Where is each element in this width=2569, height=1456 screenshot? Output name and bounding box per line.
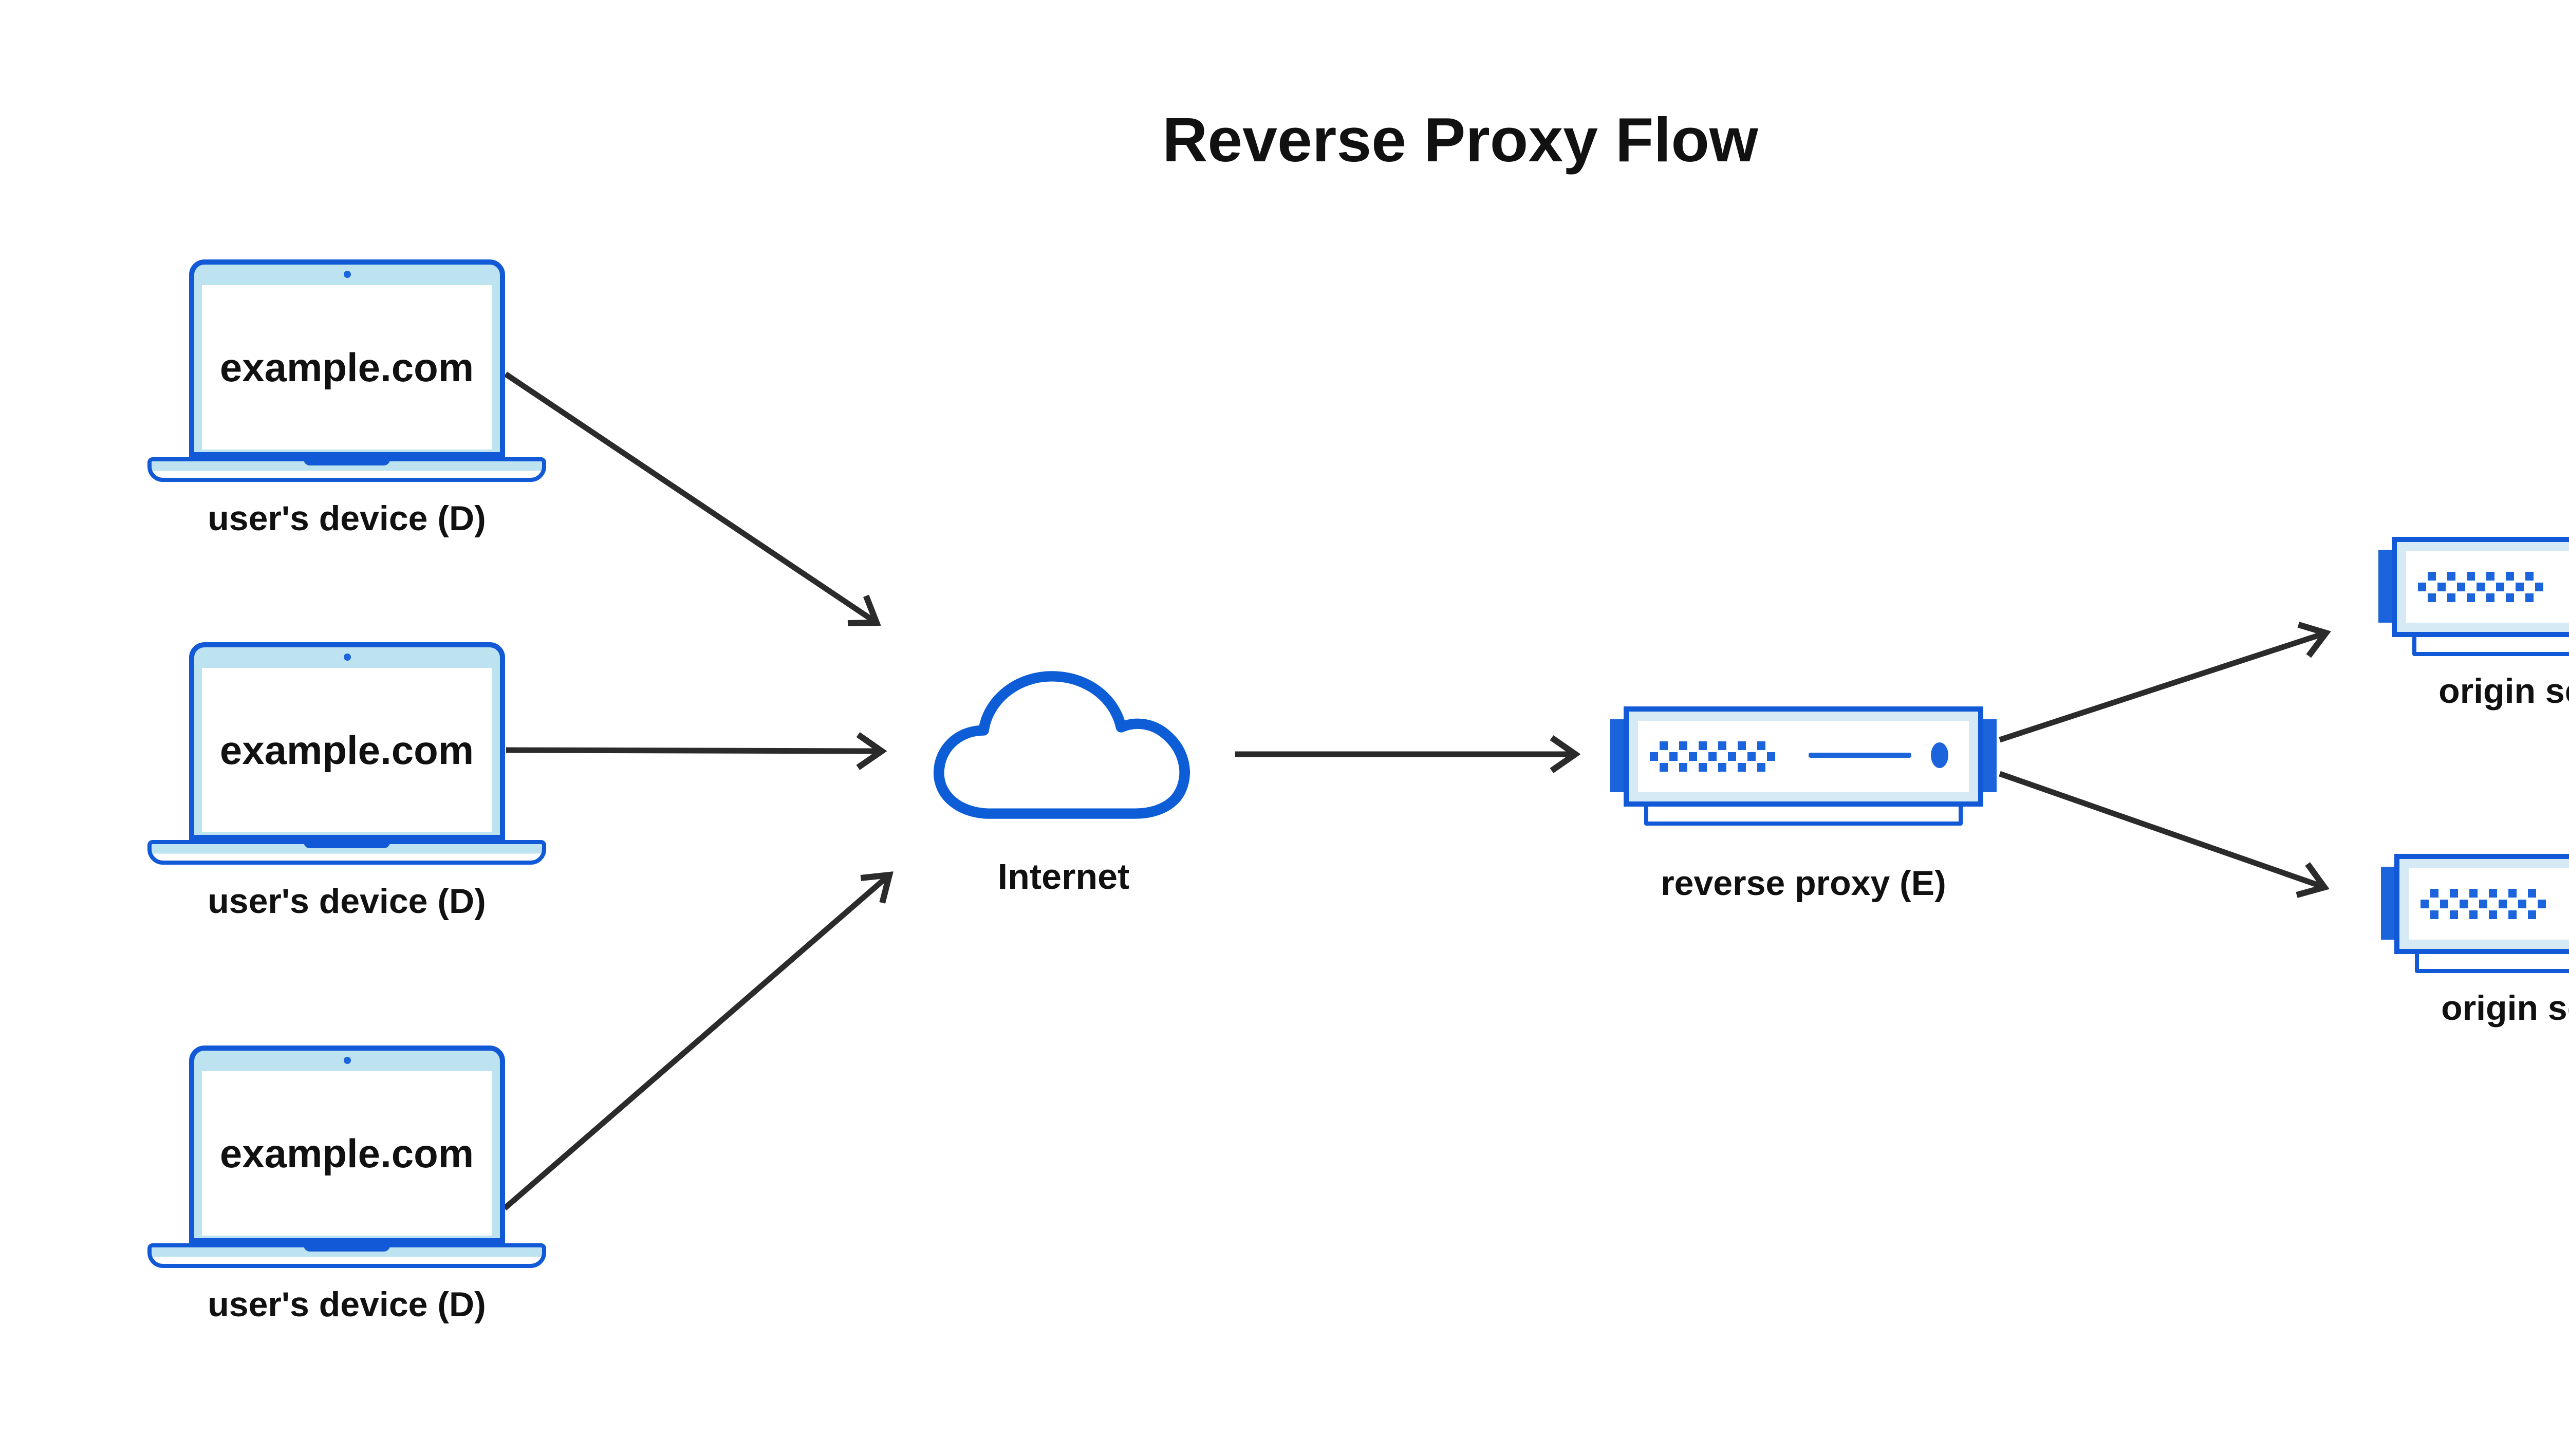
origin-server-2-node: origin server (F) [2381, 854, 2569, 1028]
device-label: user's device (D) [208, 1285, 486, 1324]
laptop-screen-shell: example.com [189, 259, 505, 457]
screen-url-text: example.com [219, 1130, 474, 1176]
laptop-screen: example.com [202, 285, 492, 450]
origin-server-label: origin server (F) [2438, 671, 2569, 711]
arrow-proxy-to-origin1 [1999, 633, 2326, 743]
arrow-device3-to-internet [502, 875, 889, 1211]
arrow-device1-to-internet [504, 371, 877, 623]
server-vent-dots-icon [2430, 910, 2536, 919]
reverse-proxy-node: reverse proxy (E) [1610, 706, 1997, 903]
server-power-dot [1931, 742, 1948, 768]
device-label: user's device (D) [208, 499, 486, 538]
origin-server-label: origin server (F) [2441, 988, 2569, 1028]
arrow-device2-to-internet [506, 750, 882, 751]
laptop-screen: example.com [202, 1071, 492, 1236]
user-device-3: example.com user's device (D) [147, 1046, 546, 1324]
laptop-hinge-notch [304, 1243, 390, 1252]
laptop-screen-shell: example.com [189, 642, 505, 840]
laptop-screen: example.com [202, 668, 492, 832]
internet-label: Internet [997, 856, 1130, 897]
laptop-camera-dot [343, 654, 351, 661]
reverse-proxy-label: reverse proxy (E) [1661, 864, 1946, 903]
internet-node: Internet [920, 662, 1207, 919]
origin-server-1-node: origin server (F) [2378, 537, 2569, 711]
server-vent-dots-icon [1660, 741, 1765, 750]
server-vent-dots-icon [2428, 593, 2534, 602]
laptop-camera-dot [343, 271, 351, 278]
user-device-1: example.com user's device (D) [147, 259, 546, 538]
device-label: user's device (D) [208, 882, 486, 921]
user-device-2: example.com user's device (D) [147, 642, 546, 921]
server-slot-line [1809, 753, 1911, 758]
server-vent-dots-icon [2418, 583, 2543, 591]
arrow-proxy-to-origin2 [1999, 771, 2324, 887]
server-vent-dots-icon [2428, 572, 2534, 581]
laptop-screen-shell: example.com [189, 1046, 505, 1243]
server-vent-dots-icon [1660, 763, 1765, 772]
laptop-camera-dot [343, 1057, 351, 1064]
server-vent-dots-icon [2430, 889, 2536, 898]
server-vent-dots-icon [1650, 752, 1775, 761]
laptop-hinge-notch [304, 457, 390, 465]
screen-url-text: example.com [219, 344, 474, 390]
internet-cloud-icon [933, 671, 1190, 819]
laptop-hinge-notch [304, 840, 390, 848]
server-vent-dots-icon [2421, 900, 2546, 908]
screen-url-text: example.com [219, 727, 474, 773]
page-title: Reverse Proxy Flow [1162, 105, 1758, 175]
